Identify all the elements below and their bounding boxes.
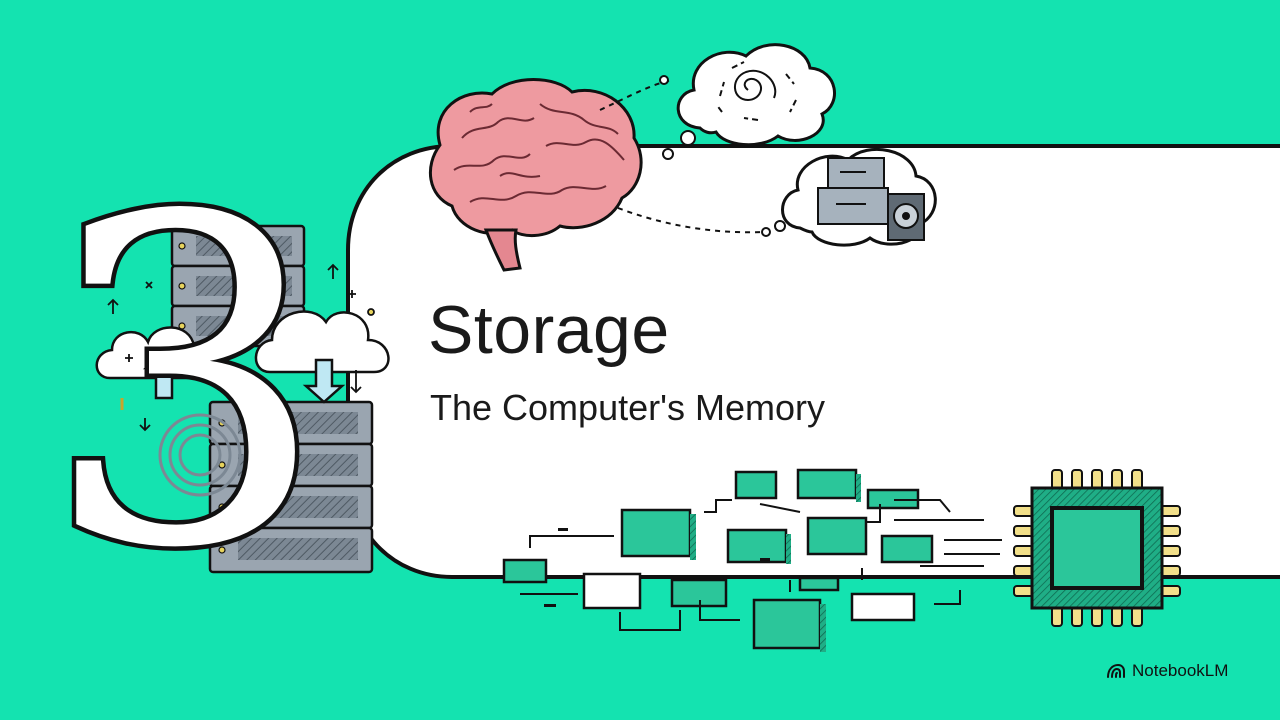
- data-blocks-flow-icon: [502, 468, 1002, 652]
- brand-name: NotebookLM: [1132, 661, 1229, 680]
- server-rack-icon: [158, 224, 374, 574]
- cloud-sync-icon: [95, 310, 390, 404]
- notebooklm-logo-icon: [1107, 663, 1125, 678]
- brand-mark: NotebookLM: [1106, 661, 1228, 681]
- cpu-chip-icon: [1013, 469, 1181, 627]
- thought-cloud-spiral-icon: [599, 43, 836, 160]
- thought-cloud-storage-icon: [617, 147, 937, 247]
- slide-subtitle: The Computer's Memory: [430, 387, 825, 428]
- slide-number-graphic: 3: [38, 119, 333, 652]
- sparkle-marks: [107, 263, 375, 432]
- brain-icon: [428, 78, 643, 272]
- slide-number: 3: [42, 123, 328, 647]
- slide-title: Storage: [428, 292, 670, 368]
